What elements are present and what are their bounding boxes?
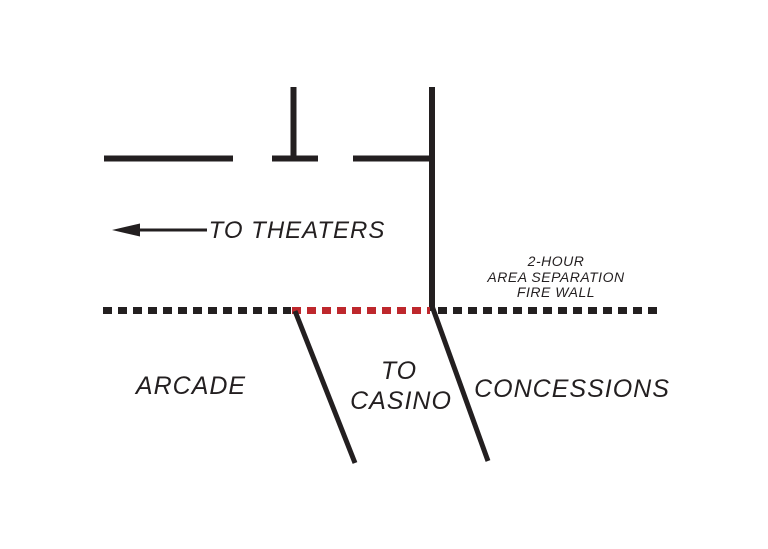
casino-corridor-wall-left bbox=[292, 310, 358, 464]
concessions-label: CONCESSIONS bbox=[474, 375, 670, 403]
left-arrow-head bbox=[112, 223, 140, 237]
firewall-label-line2: AREA SEPARATION bbox=[486, 269, 625, 285]
to-theaters-label: TO THEATERS bbox=[209, 217, 386, 244]
arcade-label: ARCADE bbox=[134, 372, 246, 400]
firewall-label-line1: 2-HOUR bbox=[527, 253, 585, 269]
casino-corridor-wall-right bbox=[429, 305, 491, 462]
to-casino-label-line2: CASINO bbox=[350, 387, 452, 415]
left-arrow-icon bbox=[112, 223, 207, 237]
firewall-label-line3: FIRE WALL bbox=[517, 284, 595, 300]
to-casino-label-line1: TO bbox=[381, 357, 417, 385]
